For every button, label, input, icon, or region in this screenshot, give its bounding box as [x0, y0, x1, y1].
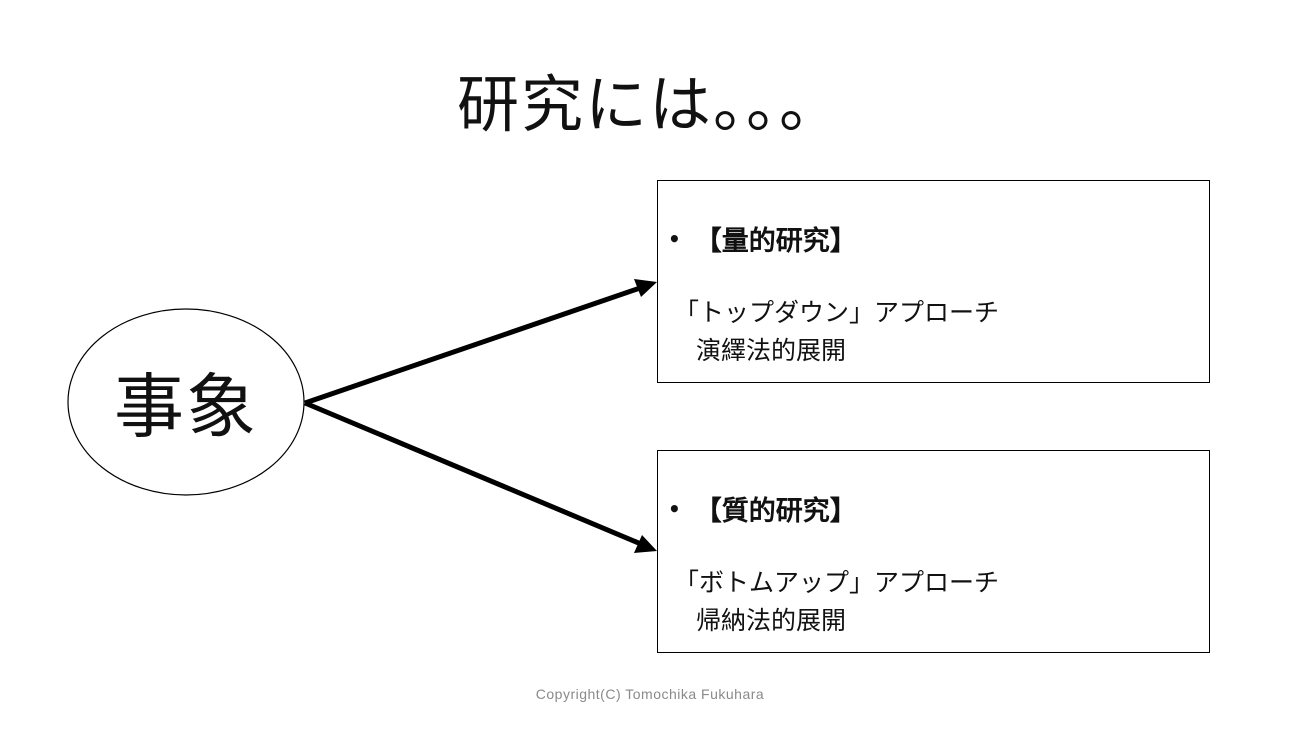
arrowhead-qualitative-icon	[634, 535, 657, 553]
arrow-to-qualitative	[304, 400, 642, 547]
quantitative-heading-text: 【量的研究】	[694, 226, 857, 257]
qualitative-heading: • 【質的研究】	[668, 489, 857, 528]
qualitative-approach: 「ボトムアップ」アプローチ	[674, 568, 1000, 597]
bullet-icon: •	[668, 496, 681, 521]
arrowhead-quantitative-icon	[634, 279, 657, 297]
qualitative-method: 帰納法的展開	[696, 606, 847, 635]
event-node-label: 事象	[114, 366, 258, 448]
qualitative-research-box: • 【質的研究】 「ボトムアップ」アプローチ 帰納法的展開	[657, 450, 1210, 653]
arrow-to-quantitative	[304, 285, 641, 406]
event-ellipse	[67, 308, 305, 496]
slide-title: 研究には。。。	[456, 68, 843, 141]
quantitative-method: 演繹法的展開	[696, 336, 847, 365]
qualitative-heading-text: 【質的研究】	[694, 496, 857, 527]
bullet-icon: •	[668, 226, 681, 251]
quantitative-approach: 「トップダウン」アプローチ	[674, 298, 1000, 327]
copyright-footer: Copyright(C) Tomochika Fukuhara	[535, 686, 765, 702]
quantitative-research-box: • 【量的研究】 「トップダウン」アプローチ 演繹法的展開	[657, 180, 1210, 383]
quantitative-heading: • 【量的研究】	[668, 219, 857, 258]
